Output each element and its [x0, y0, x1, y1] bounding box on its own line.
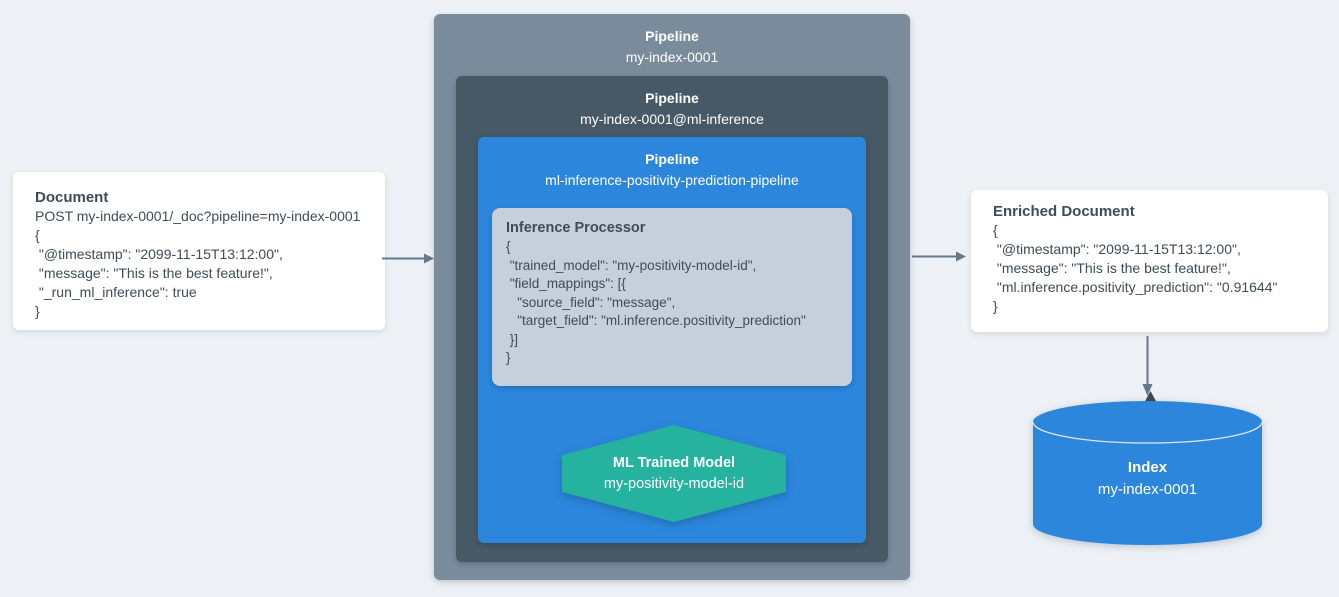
processor-code-line: } [506, 350, 511, 365]
enriched-document-card: Enriched Document { "@timestamp": "2099-… [971, 190, 1328, 332]
processor-code-line: "field_mappings": [{ [506, 276, 626, 291]
inner-pipeline-title: Pipeline [645, 151, 699, 167]
outer-pipeline-header: Pipeline my-index-0001 [434, 14, 910, 68]
inference-processor-box: Inference Processor { "trained_model": "… [492, 208, 852, 386]
index-title: Index [1127, 459, 1168, 476]
document-code-line: "@timestamp": "2099-11-15T13:12:00", [35, 246, 283, 262]
enriched-code-line: "message": "This is the best feature!", [993, 260, 1231, 276]
enriched-card-title: Enriched Document [993, 203, 1135, 220]
inner-pipeline-box: Pipeline ml-inference-positivity-predict… [478, 137, 1157, 543]
outer-pipeline-name: my-index-0001 [625, 49, 719, 65]
document-code-line: POST my-index-0001/_doc?pipeline=my-inde… [35, 208, 361, 224]
document-code-line: } [35, 303, 40, 319]
enriched-code-line: { [993, 222, 998, 238]
arrow-right-icon [382, 253, 434, 264]
document-code-line: "_run_ml_inference": true [35, 284, 197, 300]
index-name: my-index-0001 [1097, 481, 1198, 498]
inner-pipeline-header: Pipeline ml-inference-positivity-predict… [478, 137, 866, 191]
ml-trained-model-title: ML Trained Model [612, 454, 736, 471]
ml-trained-model-hexagon: ML Trained Model my-positivity-model-id [562, 425, 786, 522]
processor-code-line: "source_field": "message", [506, 294, 676, 310]
document-card: Document POST my-index-0001/_doc?pipelin… [13, 172, 385, 330]
processor-code-line: }] [506, 331, 519, 347]
enriched-code-line: } [993, 298, 998, 314]
mid-pipeline-title: Pipeline [645, 90, 699, 106]
index-label: Index my-index-0001 [1033, 457, 1262, 501]
mid-pipeline-header: Pipeline my-index-0001@ml-inference [456, 76, 888, 130]
arrow-down-icon [1142, 336, 1153, 396]
processor-code-line: "target_field": "ml.inference.positivity… [506, 313, 806, 328]
document-card-title: Document [35, 189, 109, 206]
outer-pipeline-box: Pipeline my-index-0001 Pipeline my-index… [434, 14, 1157, 580]
ml-trained-model-name: my-positivity-model-id [603, 475, 745, 492]
enriched-code-line: "@timestamp": "2099-11-15T13:12:00", [993, 241, 1241, 257]
document-code-line: { [35, 227, 40, 243]
arrow-right-icon [912, 251, 966, 262]
enriched-code-line: "ml.inference.positivity_prediction": "0… [993, 279, 1278, 295]
inference-processor-title: Inference Processor [506, 220, 646, 236]
processor-code-line: "trained_model": "my-positivity-model-id… [506, 257, 757, 273]
mid-pipeline-box: Pipeline my-index-0001@ml-inference Pipe… [456, 76, 1157, 562]
cylinder-shape [1032, 401, 1263, 545]
document-code-line: "message": "This is the best feature!", [35, 265, 273, 281]
ml-trained-model-shape: ML Trained Model my-positivity-model-id [562, 425, 786, 522]
mid-pipeline-name: my-index-0001@ml-inference [580, 111, 764, 127]
index-cylinder: Index my-index-0001 [1032, 401, 1263, 545]
outer-pipeline-title: Pipeline [645, 28, 699, 44]
processor-code-line: { [506, 239, 511, 254]
inner-pipeline-name: ml-inference-positivity-prediction-pipel… [545, 172, 799, 188]
